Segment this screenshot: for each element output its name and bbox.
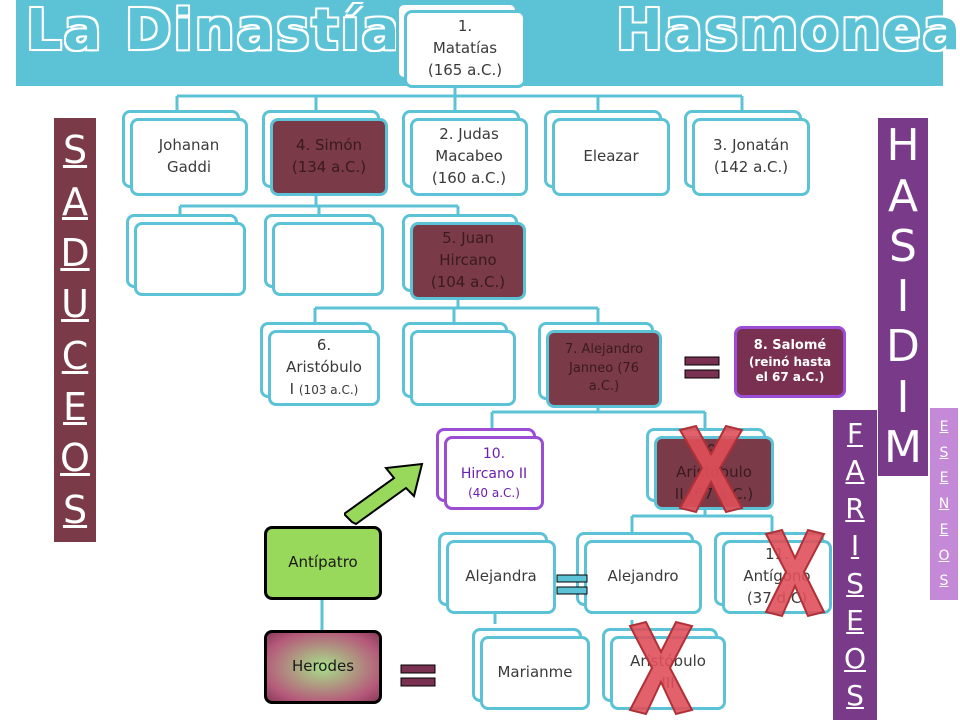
node-alejandra: Alejandra: [438, 532, 556, 614]
node-herodes: Herodes: [264, 630, 382, 704]
equals-sign-herodes: [400, 664, 436, 687]
node-empty-2: [264, 214, 384, 296]
node-matatias: 1.Matatías(165 a.C.): [396, 2, 526, 88]
node-hircano-2: 10.Hircano II(40 a.C.): [436, 428, 544, 510]
node-empty-1: [126, 214, 246, 296]
x-mark-icon: [678, 424, 744, 514]
node-antipatro: Antípatro: [264, 526, 382, 600]
title-part1: La Dinastía: [26, 0, 402, 63]
equals-sign-alejandra: [556, 574, 588, 595]
title-part2: Hasmonea: [616, 0, 960, 63]
node-eleazar: Eleazar: [544, 110, 670, 196]
node-empty-3: [402, 322, 516, 406]
node-simon: 4. Simón(134 a.C.): [262, 110, 388, 196]
node-marianme: Marianme: [472, 628, 590, 710]
equals-sign-salome: [684, 356, 720, 379]
node-alejandro: Alejandro: [576, 532, 702, 614]
x-mark-icon: [764, 528, 826, 618]
node-jonatan: 3. Jonatán(142 a.C.): [684, 110, 810, 196]
arrow-icon: [344, 462, 424, 526]
x-mark-icon: [628, 620, 694, 716]
